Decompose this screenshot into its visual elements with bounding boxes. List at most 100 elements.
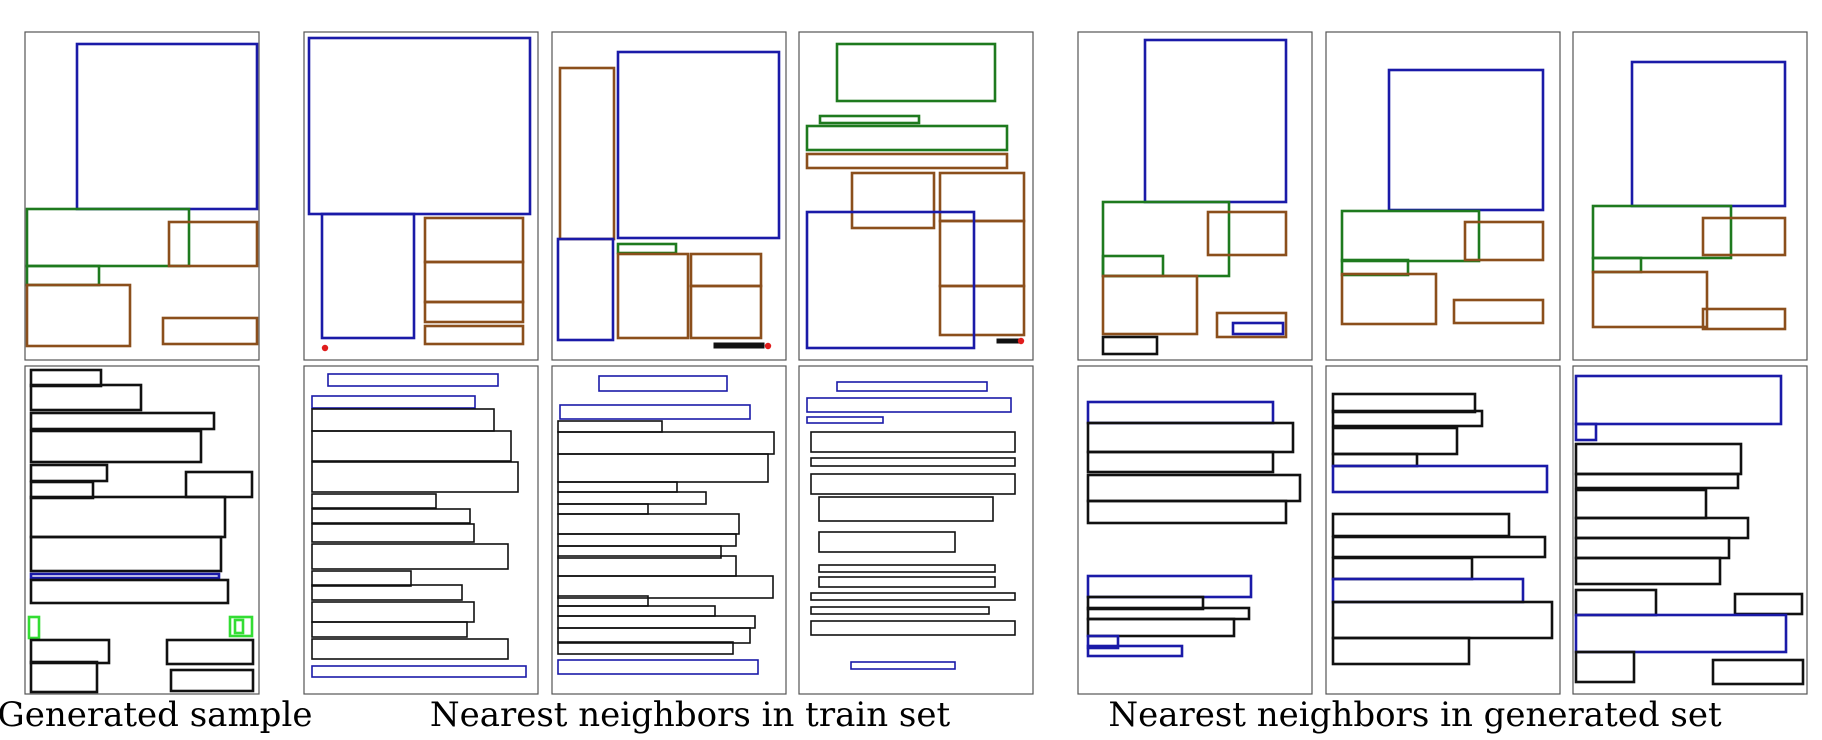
image-box xyxy=(1574,613,1788,654)
text-line-box xyxy=(1574,556,1722,586)
title-box xyxy=(1591,256,1643,274)
image-box xyxy=(616,50,781,240)
text-line-box xyxy=(1331,600,1554,640)
text-line-box xyxy=(169,668,255,693)
image-box xyxy=(75,42,259,211)
text-line-box xyxy=(1574,650,1636,684)
caption-generated-sample: Generated sample xyxy=(0,695,313,735)
image-box xyxy=(307,36,532,216)
text-line-box xyxy=(1331,512,1511,538)
text-line-box xyxy=(818,496,994,522)
text-box xyxy=(161,316,259,346)
text-line-box xyxy=(311,601,475,623)
image-box xyxy=(836,381,988,392)
text-box xyxy=(1340,272,1438,326)
image-box xyxy=(806,416,884,424)
text-line-box xyxy=(557,615,756,629)
text-line-box xyxy=(1086,617,1236,638)
text-box xyxy=(689,252,763,288)
text-line-box xyxy=(165,638,255,666)
text-line-box xyxy=(557,453,769,483)
layout-panel-bottom-5 xyxy=(1077,365,1313,695)
text-line-box xyxy=(1331,636,1471,666)
image-box xyxy=(1086,574,1253,599)
text-box xyxy=(423,260,525,304)
caption-generated-neighbors: Nearest neighbors in generated set xyxy=(1108,695,1722,735)
text-line-box xyxy=(29,429,203,464)
text-line-box xyxy=(29,463,109,483)
title-box xyxy=(616,242,678,255)
text-line-box xyxy=(1086,473,1302,503)
text-line-box xyxy=(818,564,996,573)
title-box xyxy=(835,42,997,103)
text-line-box xyxy=(1574,472,1740,490)
text-box xyxy=(1463,220,1545,262)
layout-panel-bottom-1 xyxy=(24,365,260,695)
text-line-box xyxy=(1331,409,1484,428)
image-box xyxy=(1086,400,1275,425)
text-line-box xyxy=(810,473,1016,495)
text-line-box xyxy=(29,495,227,539)
text-line-box xyxy=(1086,450,1275,474)
text-line-box xyxy=(557,575,774,599)
text-line-box xyxy=(1331,535,1547,559)
image-box xyxy=(1574,422,1598,442)
text-line-box xyxy=(557,605,716,617)
layout-panel-top-6 xyxy=(1325,31,1561,361)
text-box xyxy=(423,324,525,346)
page-number-bar xyxy=(996,338,1022,344)
text-box xyxy=(1591,270,1709,329)
small-title-box xyxy=(228,615,254,638)
text-box xyxy=(938,284,1026,337)
image-box xyxy=(598,375,728,392)
layout-panel-top-7 xyxy=(1572,31,1808,361)
small-title-box xyxy=(233,618,245,635)
image-box xyxy=(1331,577,1525,604)
text-box xyxy=(1452,298,1545,325)
text-box xyxy=(167,220,259,268)
text-box xyxy=(1701,307,1787,331)
text-line-box xyxy=(1331,392,1477,414)
text-line-box xyxy=(29,638,111,665)
title-box xyxy=(805,124,1009,152)
text-line-box xyxy=(557,545,722,559)
text-line-box xyxy=(810,431,1016,453)
text-line-box xyxy=(1574,536,1731,560)
layout-panel-top-4 xyxy=(798,31,1034,361)
image-box xyxy=(1630,60,1787,208)
text-line-box xyxy=(29,480,95,500)
text-line-box xyxy=(311,570,412,587)
marker-dot xyxy=(321,344,329,352)
image-box xyxy=(806,397,1012,413)
text-box xyxy=(1701,216,1787,257)
title-box xyxy=(1101,254,1165,278)
text-line-box xyxy=(557,627,751,644)
text-line-box xyxy=(557,431,775,455)
image-box xyxy=(1086,644,1184,658)
layout-panel-top-2 xyxy=(303,31,539,361)
marker-dot xyxy=(1017,337,1025,345)
text-line-box xyxy=(557,555,737,577)
text-line-box xyxy=(1574,488,1708,520)
image-box xyxy=(311,665,527,678)
title-box xyxy=(1340,209,1481,263)
text-line-box xyxy=(311,543,509,570)
layout-panel-top-3 xyxy=(551,31,787,361)
marker-dot xyxy=(764,342,772,350)
text-box xyxy=(558,66,616,241)
layout-panel-bottom-6 xyxy=(1325,365,1561,695)
image-box xyxy=(1086,634,1120,650)
text-line-box xyxy=(311,523,475,543)
text-line-box xyxy=(557,513,740,535)
image-box xyxy=(556,237,615,342)
text-line-box xyxy=(1331,556,1474,581)
text-line-box xyxy=(29,660,99,694)
text-line-box xyxy=(29,578,230,605)
image-box xyxy=(1331,464,1549,494)
layout-panel-top-1 xyxy=(24,31,260,361)
title-box xyxy=(1591,204,1733,260)
layout-panel-bottom-3 xyxy=(551,365,787,695)
text-line-box xyxy=(1574,588,1658,617)
title-box xyxy=(818,114,921,125)
image-box xyxy=(29,572,221,580)
